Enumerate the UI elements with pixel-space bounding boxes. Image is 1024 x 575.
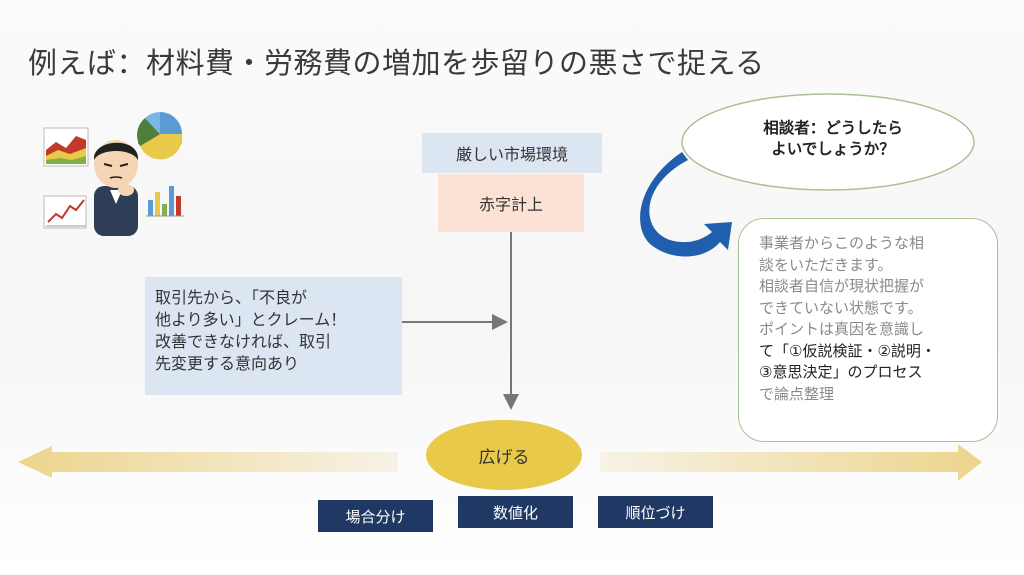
complaint-line: 先変更する意向あり	[155, 354, 300, 373]
consultation-note: 事業者からこのような相 談をいただきます。 相談者自信が現状把握が できていない…	[738, 218, 998, 442]
page-title: 例えば：材料費・労務費の増加を歩留りの悪さで捉える	[28, 46, 765, 80]
thinking-person-icon	[93, 140, 139, 236]
tag-prioritize: 順位づけ	[598, 496, 713, 528]
expand-oval: 広げる	[426, 420, 582, 490]
note-line: ポイントは真因を意識し	[759, 320, 925, 338]
pie-chart-icon	[137, 112, 183, 160]
bubble-line: よいでしょうか？	[771, 140, 895, 158]
tag-quantify: 数値化	[458, 496, 573, 528]
area-chart-icon	[43, 127, 89, 167]
complaint-line: 他より多い」とクレーム！	[155, 310, 347, 329]
note-line: 談をいただきます。	[759, 255, 893, 274]
line-chart-icon	[43, 195, 87, 229]
bar-chart-icon	[146, 186, 184, 217]
speech-bubble-text: 相談者：どうしたら よいでしょうか？	[728, 118, 938, 160]
speech-bubble	[681, 93, 975, 191]
note-line: 相談者自信が現状把握が	[759, 277, 925, 295]
complaint-line: 取引先から、「不良が	[155, 288, 308, 307]
note-line: 事業者からこのような相	[759, 234, 925, 252]
bubble-line: 相談者：どうしたら	[763, 119, 903, 137]
market-environment-box: 厳しい市場環境	[422, 133, 602, 173]
right-wide-arrow	[600, 444, 982, 481]
client-complaint-box: 取引先から、「不良が 他より多い」とクレーム！ 改善できなければ、取引 先変更す…	[145, 277, 402, 395]
complaint-line: 改善できなければ、取引	[155, 332, 332, 351]
curved-arrow-icon	[640, 152, 732, 257]
note-line: で論点整理	[759, 384, 835, 403]
tag-case-division: 場合分け	[318, 500, 433, 532]
note-line-emphasis: ③意思決定」のプロセス	[759, 363, 923, 381]
deficit-box: 赤字計上	[438, 174, 584, 232]
note-line: できていない状態です。	[759, 298, 923, 317]
left-wide-arrow	[18, 446, 398, 478]
note-line-emphasis: て「①仮説検証・②説明・	[759, 341, 936, 360]
